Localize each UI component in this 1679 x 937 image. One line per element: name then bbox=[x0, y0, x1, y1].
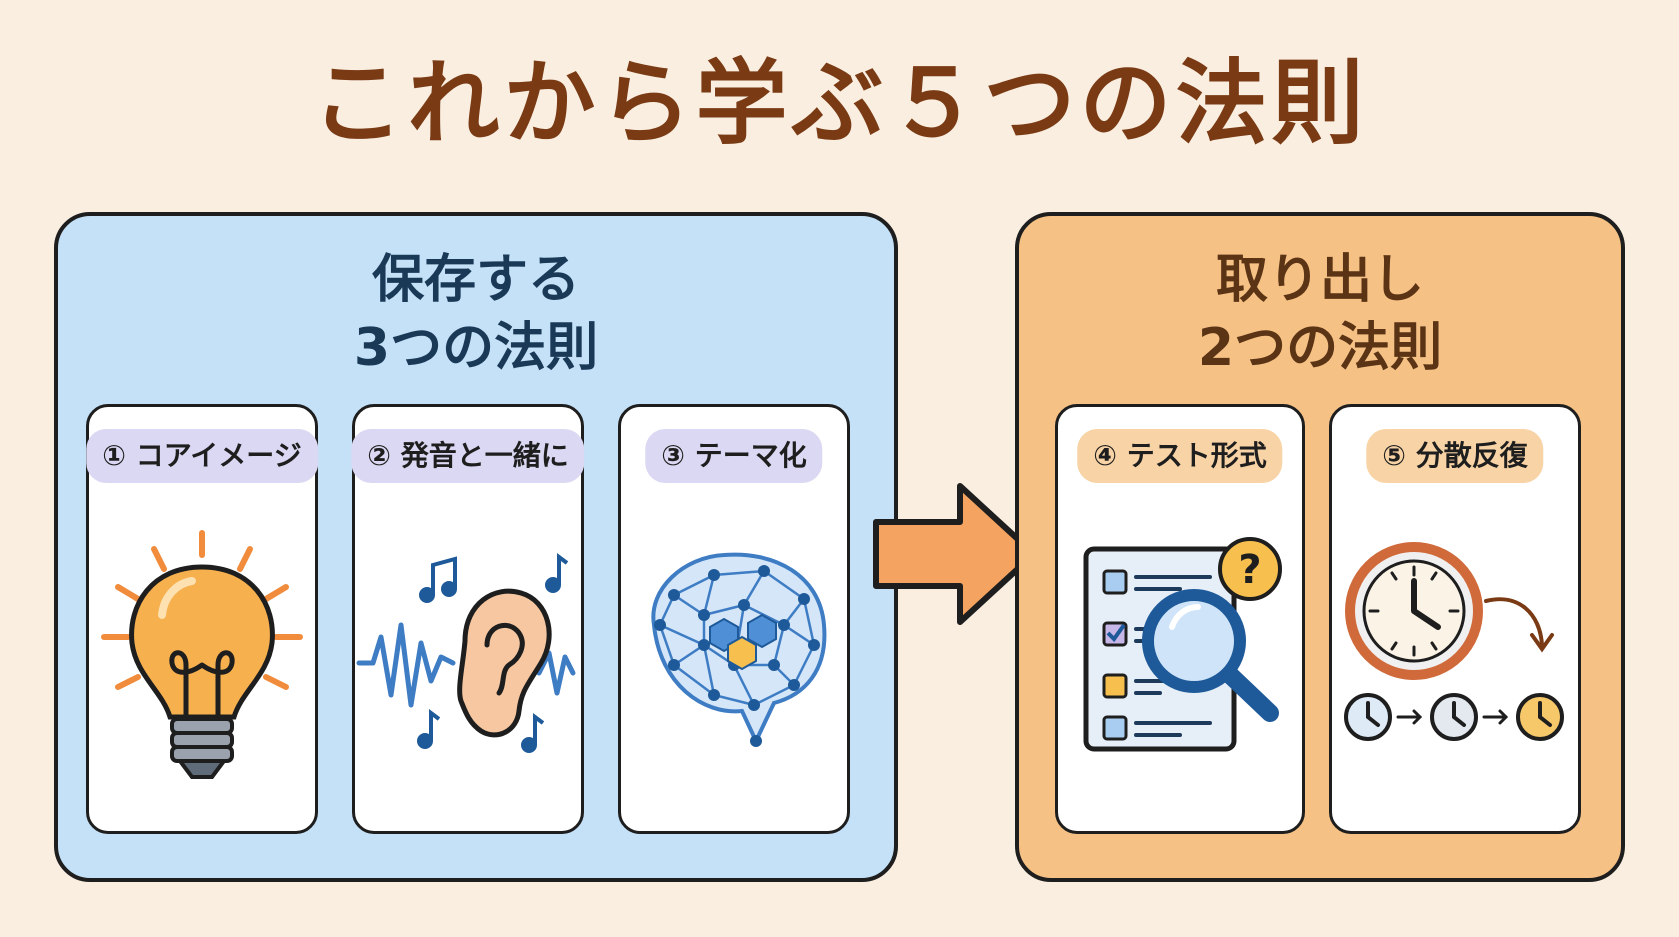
store-title-line2: 3つの法則 bbox=[353, 318, 599, 378]
rule-label-spaced-repetition: ⑤ 分散反復 bbox=[1366, 429, 1544, 483]
rule-card-spaced-repetition: ⑤ 分散反復 bbox=[1329, 404, 1581, 834]
ear-music-icon bbox=[356, 553, 576, 753]
retrieve-rules-title: 取り出し 2つの法則 bbox=[1019, 246, 1621, 382]
store-rules-title: 保存する 3つの法則 bbox=[58, 246, 894, 382]
retrieve-title-line2: 2つの法則 bbox=[1197, 318, 1443, 378]
brain-network-icon bbox=[651, 552, 827, 747]
rule-label-test-format: ④ テスト形式 bbox=[1077, 429, 1283, 483]
rule-label-theme: ③ テーマ化 bbox=[645, 429, 823, 483]
svg-text:?: ? bbox=[1238, 547, 1261, 593]
store-title-line1: 保存する bbox=[371, 250, 580, 310]
rule-label-pronunciation: ② 発音と一緒に bbox=[351, 429, 585, 483]
rule-card-test-format: ④ テスト形式 ? bbox=[1055, 404, 1305, 834]
clock-repetition-icon bbox=[1344, 542, 1564, 741]
retrieve-rules-panel: 取り出し 2つの法則 ④ テスト形式 ? bbox=[1015, 212, 1625, 882]
retrieve-title-line1: 取り出し bbox=[1215, 250, 1424, 310]
rule-card-core-image: ① コアイメージ bbox=[86, 404, 318, 834]
rule-label-core-image: ① コアイメージ bbox=[86, 429, 318, 483]
lightbulb-icon bbox=[101, 530, 303, 779]
rule-card-theme: ③ テーマ化 bbox=[618, 404, 850, 834]
page-title: これから学ぶ５つの法則 bbox=[311, 50, 1368, 157]
checklist-magnifier-icon: ? bbox=[1083, 537, 1282, 752]
rule-card-pronunciation: ② 発音と一緒に bbox=[351, 404, 585, 834]
arrow-right-icon bbox=[873, 483, 1037, 625]
store-rules-panel: 保存する 3つの法則 ① コアイメージ bbox=[54, 212, 898, 882]
